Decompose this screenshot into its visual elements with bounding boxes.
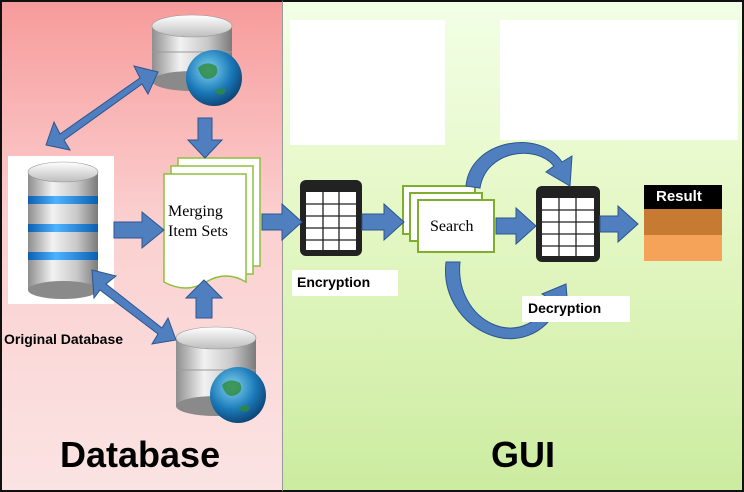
encryption-label: Encryption [297,274,371,290]
arrow-original-to-merging [113,210,165,250]
result-label: Result [656,188,702,205]
encryption-label-bg [292,270,398,296]
merging-item-sets-label: Merging Item Sets [168,202,228,242]
bottom-database-globe-icon [175,326,266,423]
search-label: Search [430,218,474,235]
result-box [644,185,722,261]
original-database-label: Original Database [4,331,124,347]
original-database-icon [27,161,99,299]
arrow-encryption-to-search [361,202,405,242]
database-panel-title: Database [60,434,221,475]
arrow-top-db-to-merging [186,117,224,159]
decryption-label-bg [522,296,630,322]
flow-arrows [45,65,639,345]
gui-blank-area-1 [290,20,445,145]
top-database-globe-icon [151,14,242,106]
decryption-table-icon [536,186,600,262]
gui-panel-title: GUI [491,434,556,475]
arrow-search-to-decryption [495,206,537,246]
encryption-table-icon [300,180,362,256]
arrow-bottom-db-to-merging [184,279,224,319]
decryption-label: Decryption [528,300,602,316]
arrow-curved-top [465,142,573,189]
arrow-merging-to-encryption [261,202,303,242]
arrow-original-to-bottom-db [91,269,177,345]
merging-pages-icon [163,157,261,289]
search-box-stack [402,185,495,253]
gui-blank-area-2 [500,20,738,140]
arrow-decryption-to-result [599,204,639,244]
merging-label-line1: Merging [168,203,223,220]
merging-label-line2: Item Sets [168,223,228,240]
arrow-original-to-top-db [45,65,159,151]
